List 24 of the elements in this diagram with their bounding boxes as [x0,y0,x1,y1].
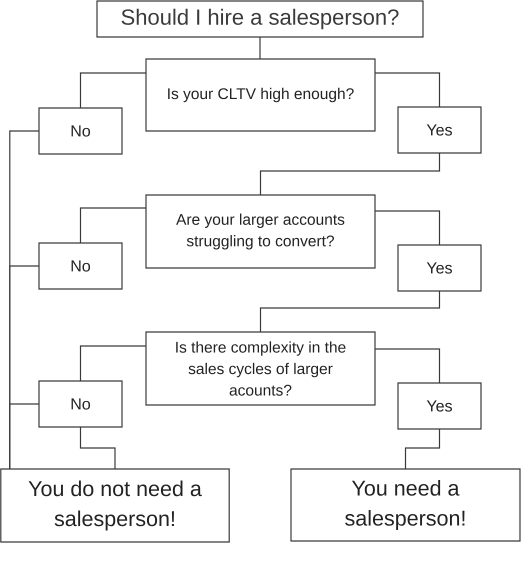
title-box: Should I hire a salesperson? [96,0,424,38]
connector-line [80,427,116,469]
choice-box: No [38,107,123,155]
connector-line [260,153,440,195]
question-box: Is there complexity in the sales cycles of larger acounts? [145,331,376,406]
question-box: Are your larger accounts struggling to convert? [145,194,376,269]
connector-line [375,348,440,383]
connector-line [80,207,146,243]
connector-line [80,345,146,381]
result-box: You need a salesperson! [290,468,521,542]
connector-line [375,210,440,245]
choice-box: Yes [397,382,482,430]
connector-line [9,403,39,469]
connector-line [375,72,440,107]
connector-line [80,72,146,108]
choice-box: No [38,380,123,428]
result-box: You do not need a salesperson! [0,468,230,543]
choice-box: Yes [397,244,482,292]
question-box: Is your CLTV high enough? [145,58,376,132]
connector-line [404,429,440,469]
connector-line [260,291,440,332]
choice-box: Yes [397,106,482,154]
connector-line [259,37,261,59]
choice-box: No [38,242,123,290]
